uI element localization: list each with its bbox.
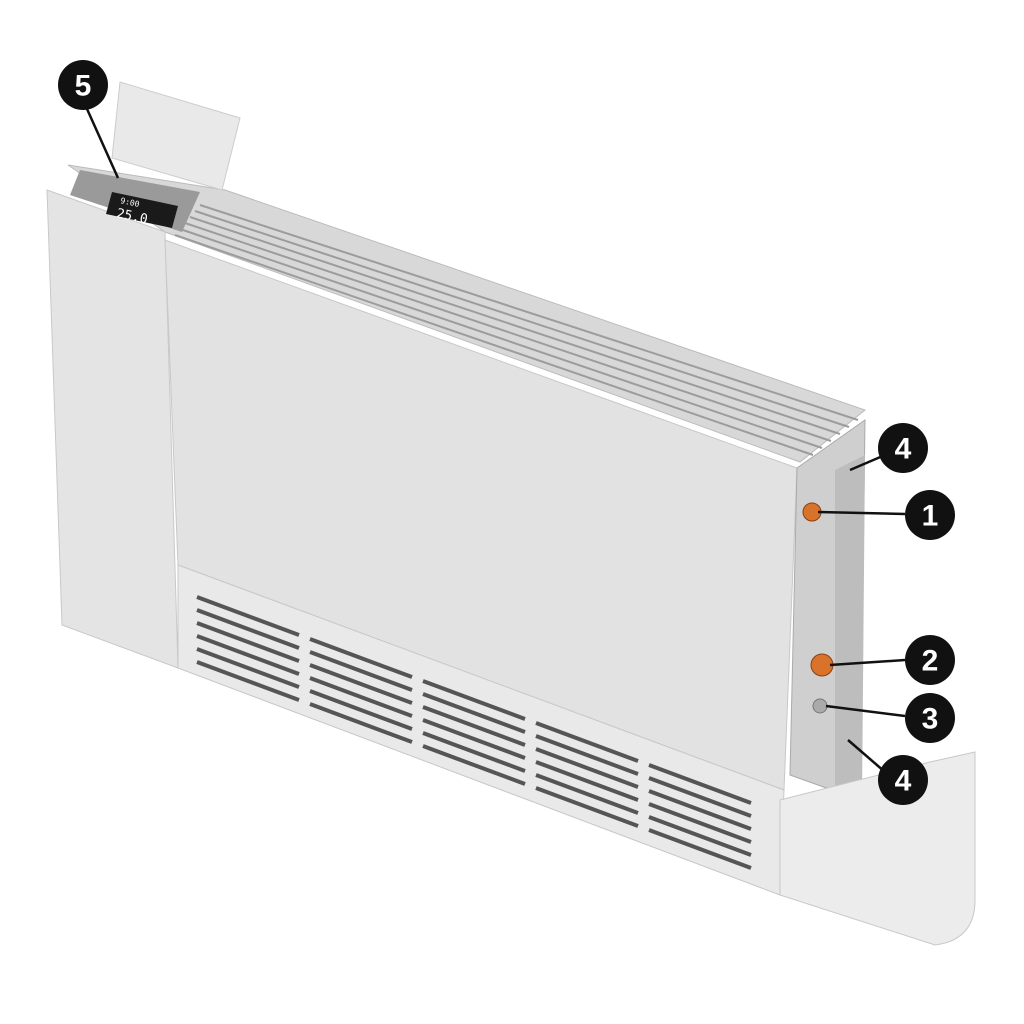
svg-text:3: 3 (922, 703, 939, 736)
control-flap (111, 81, 241, 191)
top-slat (174, 234, 814, 456)
grille-slot (535, 747, 639, 789)
top-slat (199, 204, 859, 421)
grille-slot (309, 702, 413, 744)
grille-slot (422, 718, 526, 760)
top-slat (194, 210, 850, 428)
top-slat (184, 222, 832, 442)
grille-slot (196, 634, 300, 676)
top-slat (189, 216, 841, 435)
callout-4-upper: 4 (878, 423, 928, 473)
svg-text:4: 4 (895, 765, 912, 798)
svg-text:1: 1 (922, 500, 939, 533)
top-slat (179, 228, 823, 449)
callout-leaders (81, 99, 906, 773)
grille-slot (535, 734, 639, 776)
grille-slot (648, 789, 752, 831)
top-grille-slats (174, 204, 859, 456)
grille-slot (309, 689, 413, 731)
callout-5: 5 (58, 60, 108, 110)
grille-slot (535, 760, 639, 802)
grille-slot (648, 802, 752, 844)
grille-slot (648, 776, 752, 818)
display-screen: 9:00 25.0 (106, 192, 178, 228)
grille-slot (422, 705, 526, 747)
callout-3: 3 (905, 693, 955, 743)
grille-slot (535, 786, 639, 828)
display-top-readout: 9:00 (120, 196, 141, 209)
grille-slot (196, 608, 300, 650)
grille-slot (535, 721, 639, 763)
grille-slot (196, 647, 300, 689)
grille-slot (196, 595, 300, 637)
left-end-panel (46, 189, 179, 669)
grille-slot (309, 676, 413, 718)
grille-slot (535, 773, 639, 815)
lower-grille-slats (196, 595, 752, 870)
right-cover (779, 751, 976, 946)
grille-slot (648, 815, 752, 857)
svg-text:5: 5 (75, 70, 92, 103)
callout-1: 1 (905, 490, 955, 540)
grille-slot (422, 731, 526, 773)
grille-slot (422, 679, 526, 721)
grille-slot (648, 763, 752, 805)
outlet-pipe (810, 653, 834, 677)
grille-slot (309, 650, 413, 692)
svg-text:2: 2 (922, 645, 939, 678)
grille-slot (422, 744, 526, 786)
bracket (835, 455, 865, 800)
grille-slot (196, 660, 300, 702)
grille-slot (422, 692, 526, 734)
grille-slot (309, 663, 413, 705)
svg-text:4: 4 (895, 433, 912, 466)
callout-4-lower: 4 (878, 755, 928, 805)
grille-slot (309, 637, 413, 679)
grille-slot (196, 621, 300, 663)
display-main-readout: 25.0 (115, 206, 149, 227)
drain-valve (812, 698, 828, 714)
callout-2: 2 (905, 635, 955, 685)
grille-slot (648, 828, 752, 870)
